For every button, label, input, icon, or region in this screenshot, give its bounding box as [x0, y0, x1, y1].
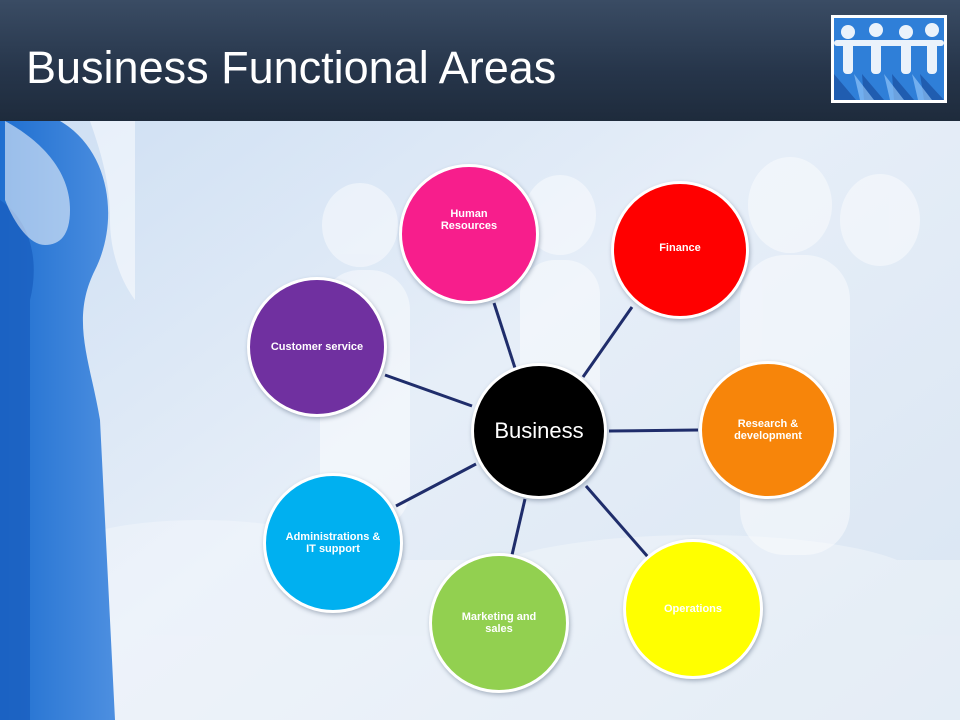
slide-title: Business Functional Areas: [26, 42, 557, 93]
node-label: Finance: [659, 242, 701, 254]
connector-line: [581, 306, 634, 378]
connector-line: [584, 485, 650, 558]
node-research-development: Research & development: [699, 361, 837, 499]
connector-line: [395, 462, 477, 508]
business-center-node: Business: [471, 363, 607, 499]
node-label: Research & development: [734, 418, 802, 442]
node-label: Administrations & IT support: [285, 531, 381, 555]
connectors: [384, 302, 699, 558]
node-customer-service: Customer service: [247, 277, 387, 417]
title-bar: Business Functional Areas: [0, 0, 960, 121]
node-marketing-sales: Marketing and sales: [429, 553, 569, 693]
connector-line: [608, 428, 699, 433]
connector-line: [384, 373, 473, 408]
node-operations: Operations: [623, 539, 763, 679]
node-label: Marketing and sales: [461, 611, 537, 635]
connector-line: [492, 302, 517, 369]
node-administrations-it: Administrations & IT support: [263, 473, 403, 613]
paper-chain-people-logo: [831, 15, 947, 103]
node-label: Human Resources: [440, 208, 498, 232]
node-label: Customer service: [270, 341, 364, 353]
center-node-label: Business: [494, 418, 584, 443]
connector-line: [510, 498, 527, 556]
node-finance: Finance: [611, 181, 749, 319]
node-label: Operations: [663, 603, 723, 615]
node-human-resources: Human Resources: [399, 164, 539, 304]
